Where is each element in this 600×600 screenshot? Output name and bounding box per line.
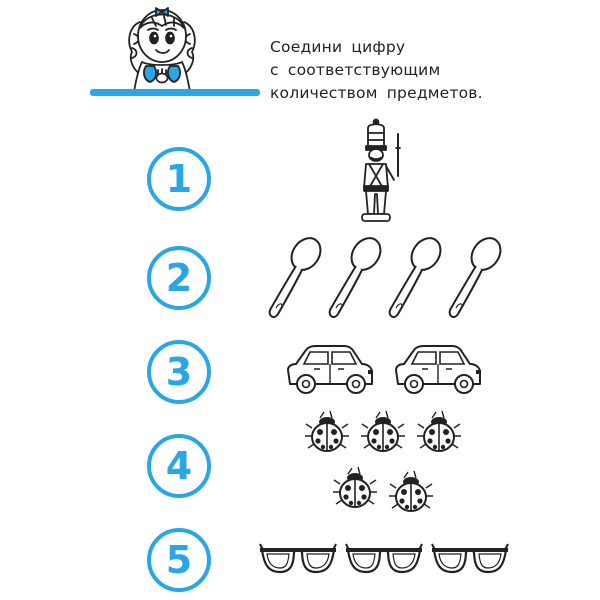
ladybug-icon-3 [416,410,462,452]
ladybugs-group [300,404,480,528]
tin-soldier-icon[interactable] [354,118,414,228]
ladybug-icon-2 [360,410,406,452]
number-circle-1[interactable]: 1 [147,147,211,211]
instruction-line-2: с соответствующим [270,61,441,79]
spoon-icon-1 [268,234,328,318]
girl-illustration [112,0,212,92]
number-circle-4[interactable]: 4 [147,434,211,498]
spoons-group [262,234,512,324]
ladybug-icon-1 [304,410,350,452]
spoon-icon-3 [388,234,448,318]
cars-group [282,340,482,396]
glasses-group [256,538,512,582]
number-circle-3[interactable]: 3 [147,340,211,404]
glasses-icon-2 [344,542,424,574]
instruction-text: Соедини цифру с соответствующим количест… [270,36,500,105]
number-circle-2[interactable]: 2 [147,246,211,310]
car-icon-2 [395,345,482,394]
header-divider [90,89,260,96]
spoon-icon-2 [328,234,388,318]
glasses-icon-3 [430,542,510,574]
instruction-line-1: Соедини цифру [270,38,406,56]
number-circle-5[interactable]: 5 [147,528,211,592]
car-icon-1 [287,345,374,394]
instruction-line-3: количеством предметов. [270,84,483,102]
glasses-icon-1 [258,542,338,574]
ladybug-icon-4 [332,466,378,508]
ladybug-icon-5 [388,470,434,512]
spoon-icon-4 [448,234,508,318]
